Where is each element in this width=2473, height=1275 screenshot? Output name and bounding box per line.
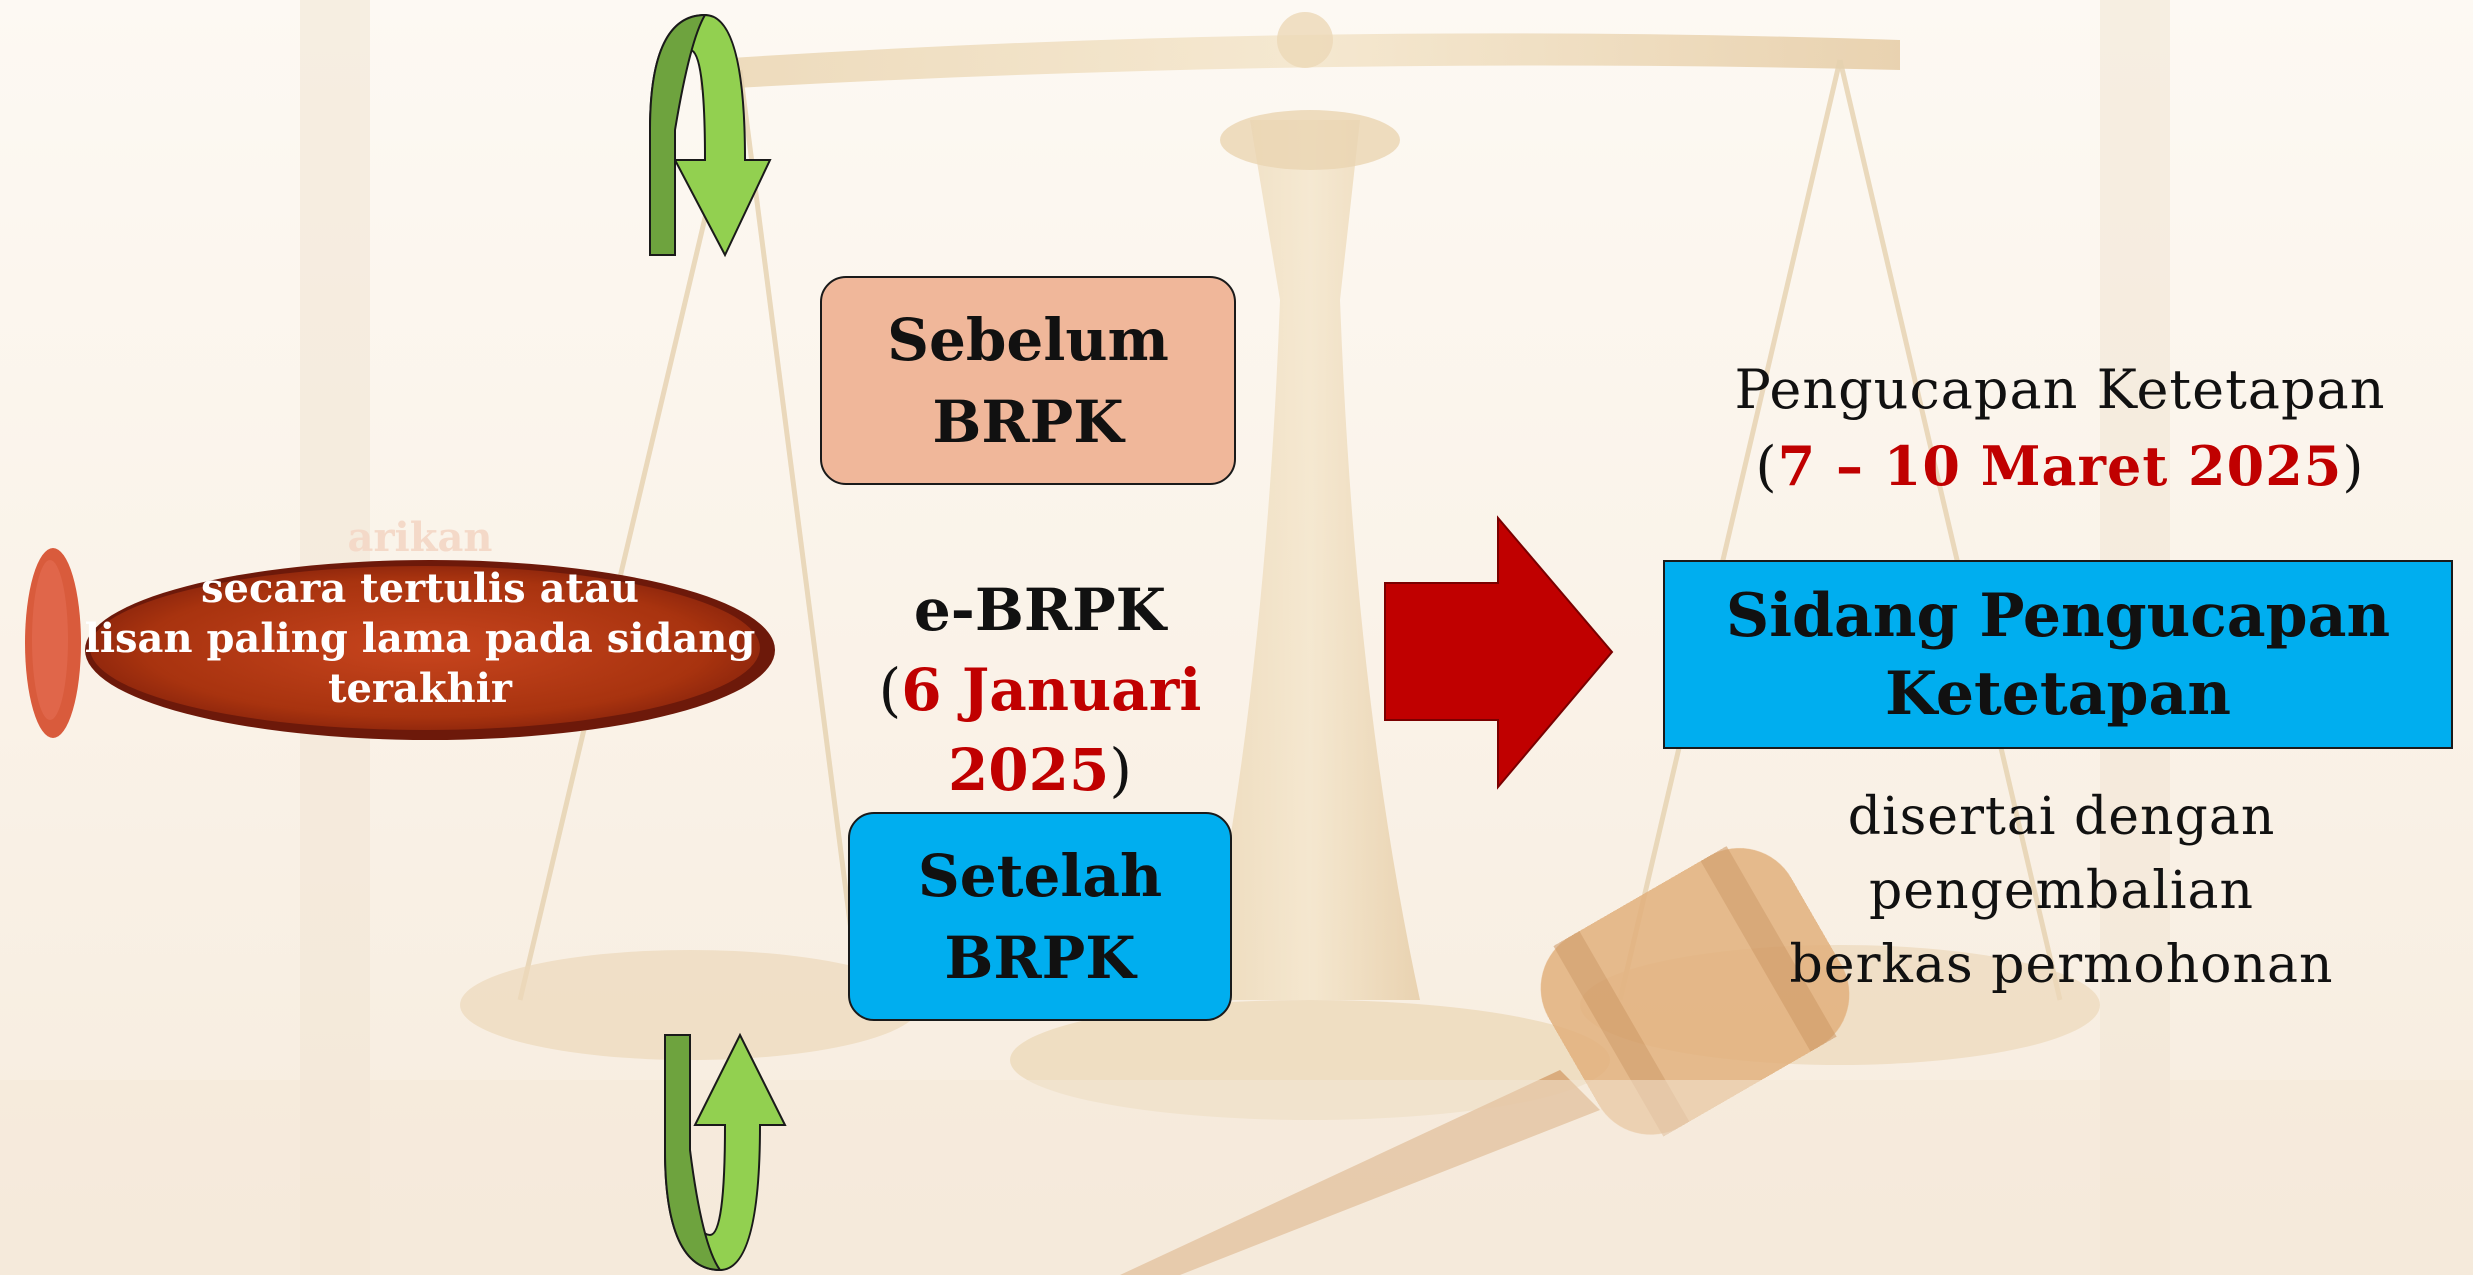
curved-arrow-up-icon <box>664 1032 787 1272</box>
setelah-brpk-box: Setelah BRPK <box>848 812 1232 1021</box>
right-arrow-icon <box>1384 515 1614 790</box>
disertai-line-1: disertai dengan pengembalian <box>1847 787 2276 921</box>
oval-text: arikan secara tertulis atau lisan paling… <box>75 518 765 714</box>
sidang-line-2: Ketetapan <box>1885 658 2231 729</box>
red-oval-shape <box>25 548 775 740</box>
pengucapan-title: Pengucapan Ketetapan <box>1734 358 2386 421</box>
setelah-line-2: BRPK <box>944 923 1136 992</box>
pengucapan-heading: Pengucapan Ketetapan (7 – 10 Maret 2025) <box>1680 352 2440 505</box>
sebelum-line-1: Sebelum <box>887 305 1169 374</box>
oval-line-2: lisan paling lama pada sidang <box>84 615 756 662</box>
ebrpk-date: 6 Januari 2025 <box>901 656 1202 804</box>
sebelum-brpk-box: Sebelum BRPK <box>820 276 1236 485</box>
pengucapan-date-line: (7 – 10 Maret 2025) <box>1680 428 2440 505</box>
pengucapan-paren-close: ) <box>2342 435 2365 498</box>
pengucapan-paren-open: ( <box>1755 435 1778 498</box>
oval-hidden-line: arikan <box>347 514 493 561</box>
disertai-note: disertai dengan pengembalian berkas perm… <box>1650 780 2473 1002</box>
ebrpk-label: e-BRPK (6 Januari 2025) <box>800 570 1280 810</box>
setelah-line-1: Setelah <box>917 841 1163 910</box>
oval-line-3: terakhir <box>328 665 512 712</box>
ebrpk-date-line: (6 Januari 2025) <box>800 650 1280 810</box>
pengucapan-date: 7 – 10 Maret 2025 <box>1777 434 2343 498</box>
ebrpk-title: e-BRPK <box>913 576 1167 644</box>
sebelum-line-2: BRPK <box>932 387 1124 456</box>
sidang-pengucapan-box: Sidang Pengucapan Ketetapan <box>1663 560 2453 749</box>
ebrpk-paren-open: ( <box>878 656 902 724</box>
oval-line-1: secara tertulis atau <box>201 565 639 612</box>
disertai-line-2: berkas permohonan <box>1789 935 2334 995</box>
curved-arrow-down-icon <box>649 13 772 258</box>
ebrpk-paren-close: ) <box>1109 736 1133 804</box>
sidang-line-1: Sidang Pengucapan <box>1725 580 2391 651</box>
